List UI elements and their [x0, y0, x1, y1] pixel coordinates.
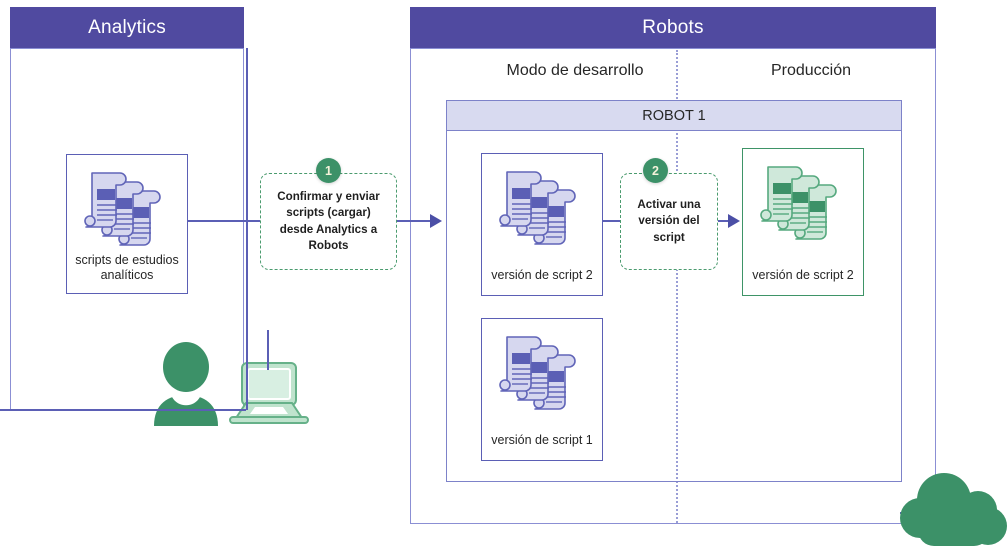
robots-panel-title: Robots — [642, 16, 704, 38]
card-dev-script-version-2[interactable]: versión de script 2 — [481, 153, 603, 296]
column-label-development: Modo de desarrollo — [506, 62, 644, 79]
robot-1-title-bar: ROBOT 1 — [446, 100, 902, 131]
cloud-icon — [896, 468, 1008, 557]
card-dev-script-version-1-label: versión de script 1 — [491, 433, 593, 448]
document-stack-icon — [482, 166, 602, 250]
connector-analytics-bottom — [0, 409, 246, 411]
card-analytics-label: scripts de estudios analíticos — [75, 252, 179, 283]
document-stack-icon — [743, 161, 863, 245]
card-dev-script-version-2-label: versión de script 2 — [491, 268, 593, 283]
card-prod-script-version-2-label: versión de script 2 — [752, 268, 854, 283]
connector-step2-to-prod — [718, 220, 732, 222]
user-icon — [152, 342, 224, 431]
step-badge-2: 2 — [643, 158, 668, 183]
card-analytics-scripts[interactable]: scripts de estudios analíticos — [66, 154, 188, 294]
laptop-icon — [228, 362, 310, 429]
connector-analytics-to-step1 — [188, 220, 260, 222]
step-badge-1: 1 — [316, 158, 341, 183]
column-label-production: Producción — [770, 62, 852, 79]
step-2-callout[interactable]: Activar una versión del script — [620, 173, 718, 270]
robots-panel-header: Robots — [410, 7, 936, 48]
card-prod-script-version-2[interactable]: versión de script 2 — [742, 148, 864, 296]
connector-laptop-riser — [267, 330, 269, 370]
document-stack-icon — [482, 331, 602, 415]
arrow-right-icon — [728, 214, 740, 228]
mode-divider — [676, 50, 678, 523]
analytics-panel-title: Analytics — [88, 16, 166, 38]
step-1-text: Confirmar y enviar scripts (cargar) desd… — [277, 189, 380, 252]
connector-step1-to-robots — [397, 220, 432, 222]
connector-analytics-right-edge — [246, 48, 248, 410]
step-1-callout[interactable]: Confirmar y enviar scripts (cargar) desd… — [260, 173, 397, 270]
analytics-panel-header: Analytics — [10, 7, 244, 48]
document-stack-icon — [67, 167, 187, 251]
connector-dev2-to-step2 — [603, 220, 621, 222]
step-2-text: Activar una versión del script — [637, 197, 701, 244]
arrow-right-icon — [430, 214, 442, 228]
robot-1-label: ROBOT 1 — [642, 107, 706, 124]
card-dev-script-version-1[interactable]: versión de script 1 — [481, 318, 603, 461]
